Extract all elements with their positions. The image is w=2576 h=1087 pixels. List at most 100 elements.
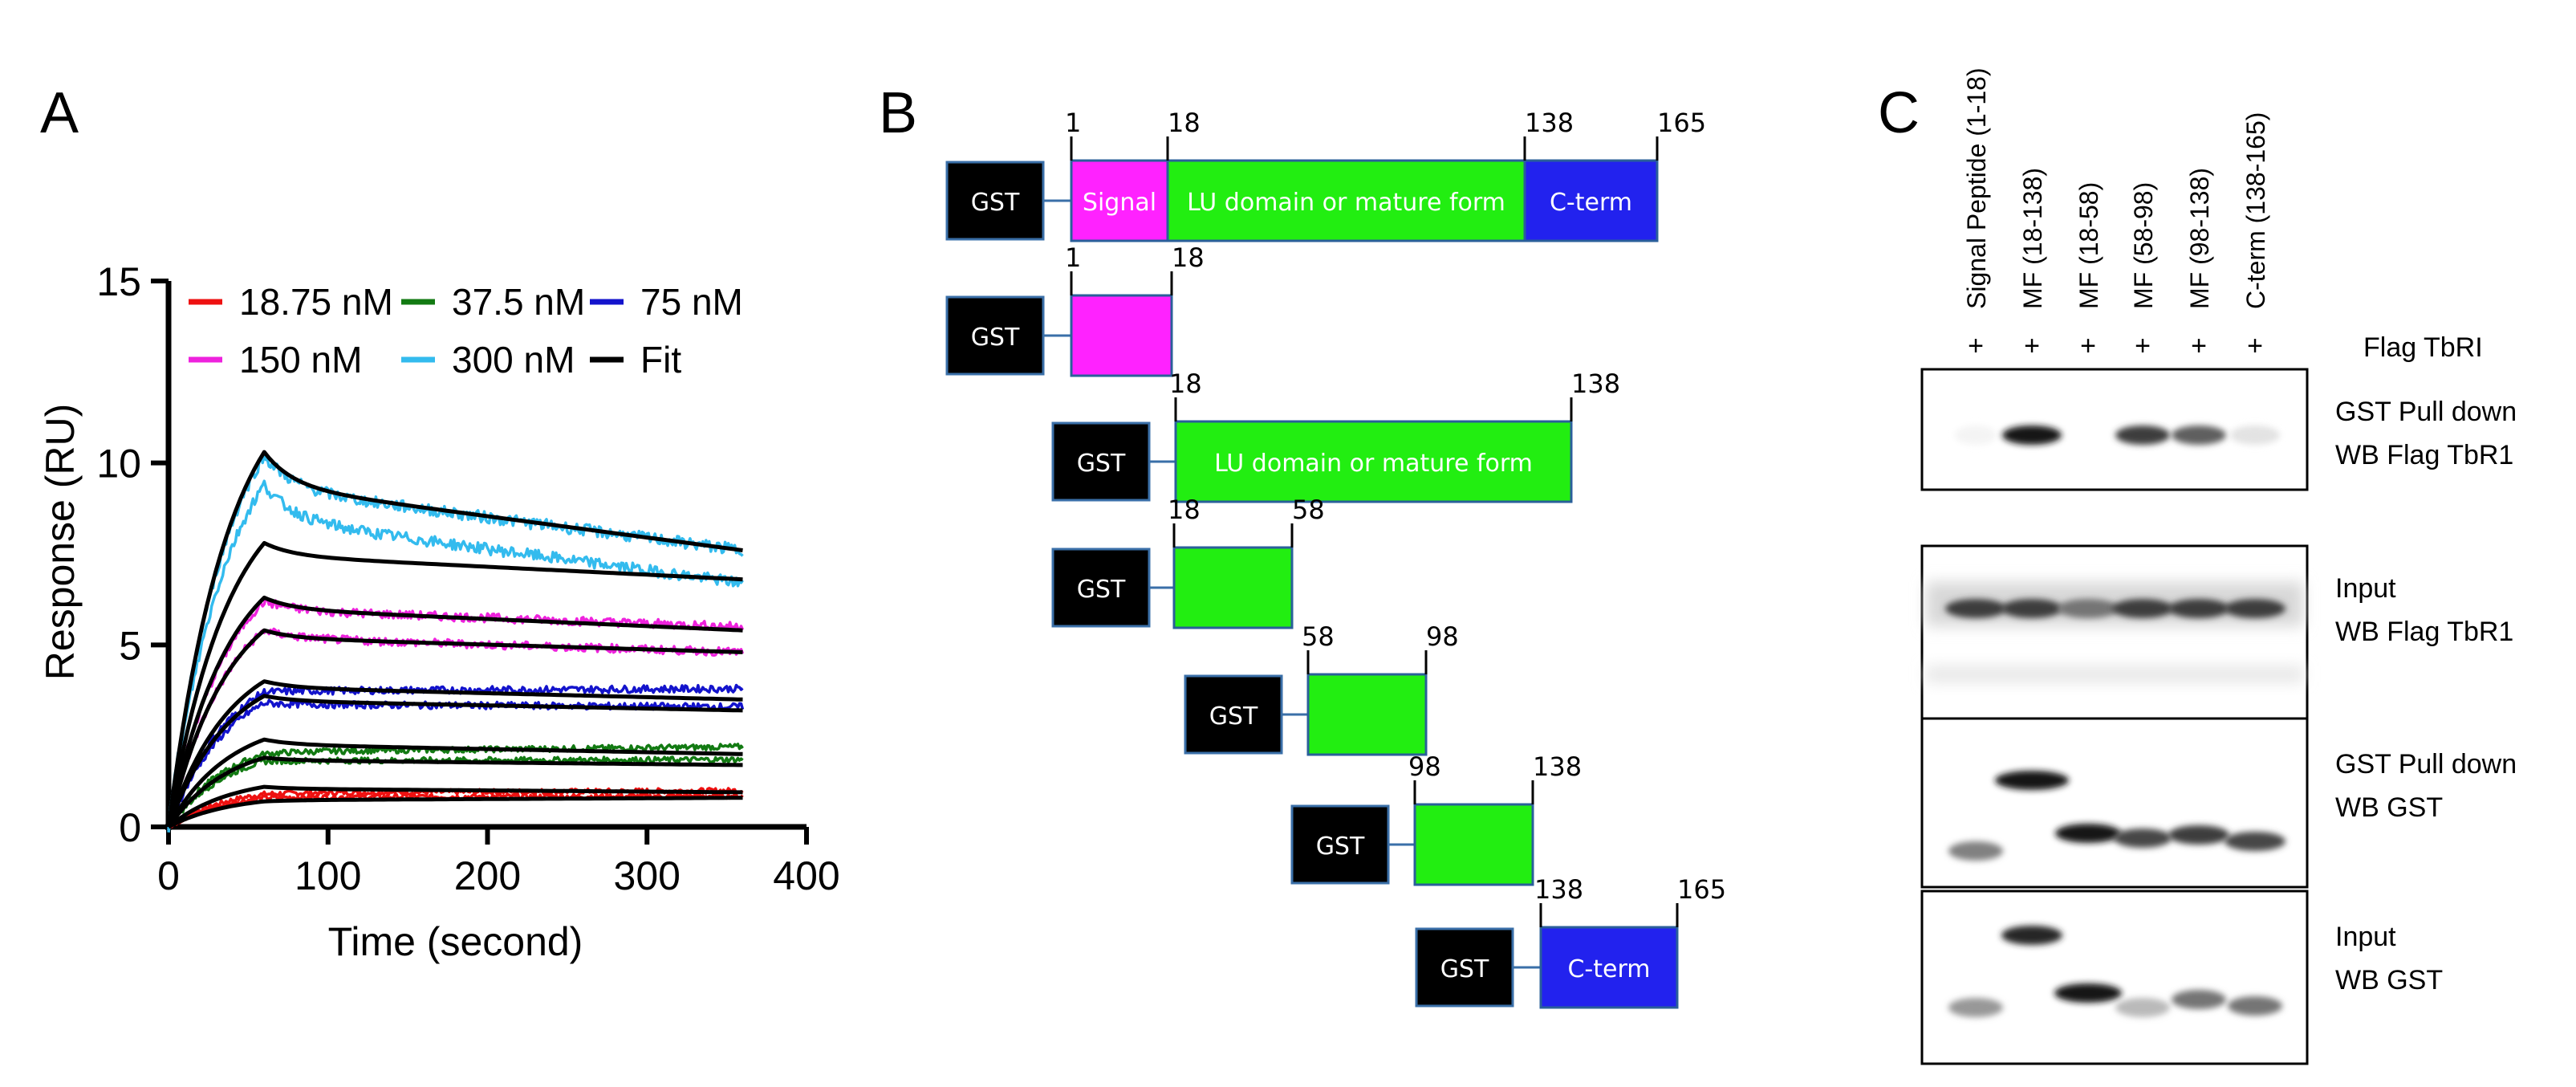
background-smear [1926,666,2303,682]
band [2172,425,2226,445]
legend-label: 75 nM [640,281,743,323]
gst-label: GST [1316,833,1365,861]
x-tick-label: 100 [295,853,361,898]
gst-label: GST [1077,576,1126,604]
blot-membrane [1920,717,2309,889]
band [2055,824,2121,843]
lane-label: C-term (138-165) [2241,112,2270,309]
position-label: 98 [1426,621,1459,652]
gst-label: GST [1209,702,1258,731]
flag-row-label: Flag TbRI [2363,332,2483,363]
data-trace-75-nM [167,698,745,828]
band [1948,998,2003,1017]
x-tick-label: 300 [614,853,681,898]
blot-label: Input [2335,573,2396,604]
cterm-segment [1539,926,1679,1009]
gst-box [945,161,1045,241]
y-axis-label: Response (RU) [38,404,83,681]
band [2115,998,2170,1017]
gst-label: GST [971,189,1020,217]
blot-label: GST Pull down [2335,397,2517,427]
blot-membrane [1920,890,2309,1065]
position-label: 165 [1657,108,1706,138]
position-label: 18 [1169,368,1202,399]
band [1945,599,2006,618]
gst-box [945,295,1045,376]
fit-curve [166,450,743,828]
segment-label: C-term [1567,955,1650,983]
mature-segment [1174,420,1573,503]
band [2115,425,2170,445]
data-trace-150-nM [167,596,745,831]
fit-curve [166,694,743,828]
fit-curve [166,540,743,828]
plus-sign: + [2191,331,2207,361]
legend-label: 37.5 nM [452,281,585,323]
gst-label: GST [1077,450,1126,478]
lane-label: MF (18-138) [2018,168,2047,309]
band [1955,425,1997,445]
position-label: 138 [1571,368,1620,399]
fit-curve [166,755,743,828]
position-label: 165 [1677,874,1726,905]
x-tick-label: 200 [454,853,521,898]
gst-box [1415,927,1514,1008]
data-trace-18.75-nM [167,787,744,828]
legend-label: 150 nM [239,339,362,381]
lane-label: Signal Peptide (1-18) [1962,67,1991,309]
fit-curve [166,595,743,828]
mature-segment [1413,803,1534,886]
position-label: 18 [1172,242,1205,273]
data-trace-300-nM [167,479,744,833]
band [2002,425,2062,445]
signal-segment [1070,294,1173,377]
blot-label: Input [2335,922,2396,952]
blot-panel: GST Pull down WB Flag TbR1 [1920,368,2517,491]
x-tick-label: 0 [157,853,180,898]
western-blot-figure: C Signal Peptide (1-18) + MF (18-138) + MF (… [1878,67,2517,1065]
fit-curve [166,737,743,828]
plus-sign: + [2247,331,2263,361]
band [2230,425,2280,445]
y-tick-label: 5 [119,623,141,668]
legend-label: 300 nM [452,339,575,381]
position-label: 138 [1533,751,1582,782]
band [2058,599,2119,618]
fit-curve [167,784,743,828]
position-label: 138 [1534,874,1583,905]
panel-label-c: C [1878,81,1920,145]
band [2172,990,2226,1009]
mature-segment [1172,546,1294,629]
data-trace-37.5-nM [167,743,744,828]
position-label: 1 [1065,108,1081,138]
position-label: 18 [1168,108,1201,138]
segment-label: Signal [1083,189,1156,217]
cterm-segment [1523,159,1659,242]
blot-label: WB GST [2335,965,2443,995]
segment-label: LU domain or mature form [1187,189,1505,217]
plus-sign: + [2135,331,2151,361]
blot-label: WB Flag TbR1 [2335,440,2513,470]
panel-label-b: B [879,81,917,145]
lane-label: MF (98-138) [2185,168,2214,309]
y-tick-label: 0 [119,805,141,850]
position-label: 98 [1408,751,1441,782]
position-label: 138 [1525,108,1574,138]
position-label: 58 [1292,495,1325,525]
band [2228,996,2282,1016]
gst-box [1290,804,1390,885]
blot-label: GST Pull down [2335,749,2517,780]
band [2001,599,2062,618]
mature-segment [1306,673,1428,756]
band [2112,599,2173,618]
